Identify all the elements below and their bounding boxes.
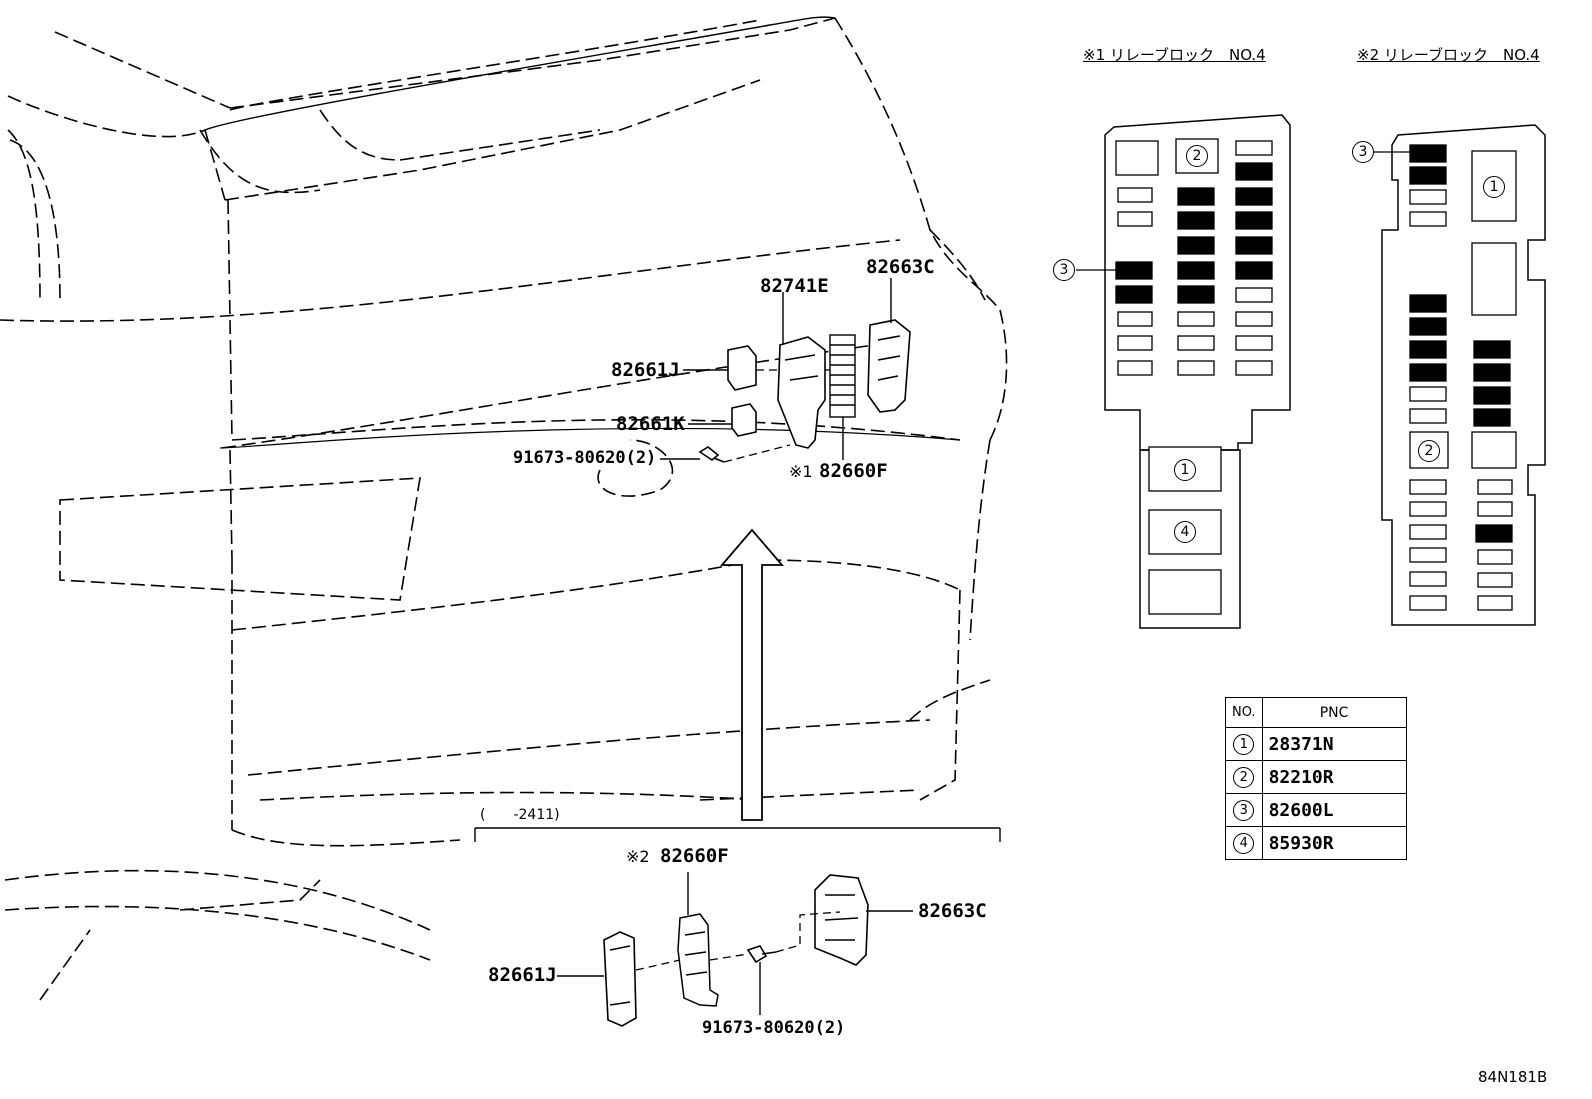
header-no: NO. (1225, 697, 1263, 728)
header-pnc: PNC (1261, 697, 1407, 728)
callout-82663C-top: 82663C (866, 256, 935, 278)
pnc-table: NO. PNC 1 28371N 2 82210R 3 82600L 4 859… (1225, 697, 1407, 860)
callout-91673-bottom: 91673-80620(2) (702, 1018, 846, 1038)
leader-lines-bottom (557, 872, 913, 1015)
leader-lines-top (660, 278, 892, 460)
block1-ref-circle: 4 (1174, 521, 1196, 543)
table-row: 2 82210R (1225, 760, 1407, 794)
callout-82660F-bottom: 82660F (660, 845, 729, 867)
block1-ref-circle: 3 (1053, 259, 1075, 281)
callout-91673-top: 91673-80620(2) (513, 448, 657, 468)
inset-bracket (474, 827, 1001, 842)
body-outline (0, 17, 1008, 1001)
relay-block-82660F-top (829, 334, 856, 418)
cover-82663C-bottom (814, 874, 869, 966)
relay-block-1-title: ※1 リレーブロック NO.4 (1083, 46, 1266, 64)
callout-82660F-top-mark: ※1 (789, 462, 813, 481)
callout-82661J-top: 82661J (611, 359, 680, 381)
figure-code: 84N181B (1478, 1068, 1548, 1086)
callout-82663C-bottom: 82663C (918, 900, 987, 922)
block2-ref-circle: 1 (1483, 176, 1505, 198)
relay-block-2-diagram (1381, 124, 1546, 626)
row-pnc: 82600L (1261, 793, 1407, 827)
table-row: 1 28371N (1225, 727, 1407, 761)
relay-block-2-fuses (1374, 144, 1517, 611)
direction-arrow (720, 528, 784, 821)
row-no: 3 (1233, 800, 1255, 821)
row-pnc: 28371N (1261, 727, 1407, 761)
bolt-91673-top (698, 446, 725, 463)
relay-block-82660F-bottom (677, 913, 719, 1007)
range-note: ( -2411) (480, 807, 560, 823)
connector-82661J-bottom (603, 931, 637, 1027)
bolt-91673-bottom (746, 945, 777, 964)
block2-ref-circle: 2 (1418, 440, 1440, 462)
row-pnc: 85930R (1261, 826, 1407, 860)
row-no: 2 (1233, 767, 1255, 788)
row-no: 1 (1233, 734, 1255, 755)
dashed-assembly-lines-top (723, 369, 830, 463)
callout-82660F-top: 82660F (819, 460, 888, 482)
block1-ref-circle: 1 (1174, 459, 1196, 481)
cover-82663C-top (867, 319, 911, 413)
relay-block-bracket-82741E (777, 336, 826, 449)
pnc-table-header: NO. PNC (1225, 697, 1407, 728)
connector-82661K (731, 403, 757, 437)
relay-block-2-title: ※2 リレーブロック NO.4 (1357, 46, 1540, 64)
table-row: 3 82600L (1225, 793, 1407, 827)
connector-82661J-top (727, 345, 757, 391)
callout-82660F-bottom-mark: ※2 (626, 847, 650, 866)
block2-ref-circle: 3 (1352, 141, 1374, 163)
dashed-assembly-lines-bottom (635, 911, 841, 971)
callout-82741E: 82741E (760, 275, 829, 297)
row-no: 4 (1233, 833, 1255, 854)
row-pnc: 82210R (1261, 760, 1407, 794)
table-row: 4 85930R (1225, 826, 1407, 860)
callout-82661J-bottom: 82661J (488, 964, 557, 986)
block1-ref-circle: 2 (1186, 145, 1208, 167)
callout-82661K: 82661K (616, 413, 685, 435)
